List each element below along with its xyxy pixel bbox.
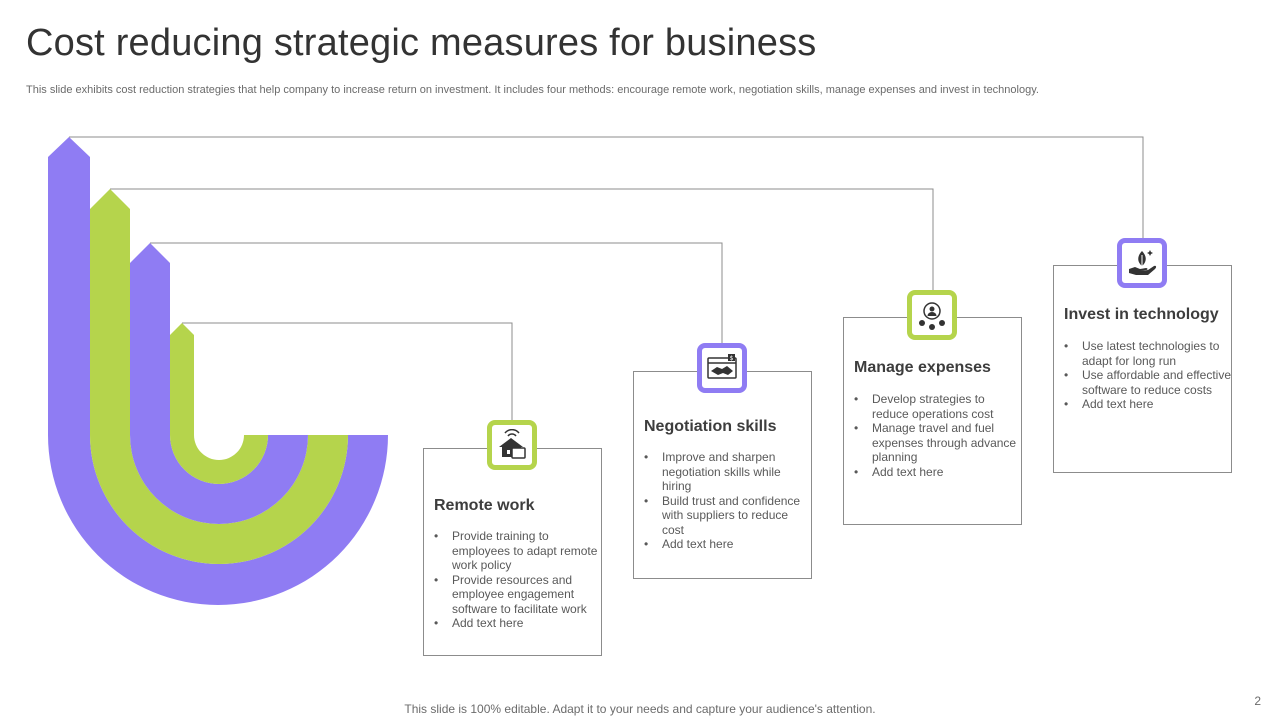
card-negotiation-skills: Negotiation skills Improve and sharpen n…: [633, 371, 812, 579]
bullet-item: Build trust and confidence with supplier…: [644, 494, 812, 538]
icon-badge-manage-expenses: [907, 290, 957, 340]
slide-title: Cost reducing strategic measures for bus…: [26, 22, 817, 64]
bullet-item: Add text here: [644, 537, 812, 552]
connector-line-remote: [182, 322, 513, 420]
arrow-band-inner-purple: [130, 243, 308, 524]
card-bullets: Provide training to employees to adapt r…: [434, 529, 602, 631]
bullet-item: Use latest technologies to adapt for lon…: [1064, 339, 1237, 368]
house-briefcase-icon: [499, 429, 526, 459]
page-number: 2: [1254, 694, 1261, 708]
bullet-item: Add text here: [1064, 397, 1237, 412]
card-title: Negotiation skills: [644, 418, 777, 435]
card-bullets: Use latest technologies to adapt for lon…: [1064, 339, 1237, 412]
icon-badge-negotiation-skills: $: [697, 343, 747, 393]
card-bullets: Develop strategies to reduce operations …: [854, 392, 1022, 479]
bullet-item: Manage travel and fuel expenses through …: [854, 421, 1022, 465]
connector-line-invest: [69, 136, 1144, 238]
connector-line-expenses: [110, 188, 934, 290]
handshake-icon: $: [707, 354, 737, 379]
card-remote-work: Remote work Provide training to employee…: [423, 448, 602, 656]
card-bullets: Improve and sharpen negotiation skills w…: [644, 450, 812, 552]
arrow-band-green: [90, 189, 348, 564]
icon-badge-invest-technology: [1117, 238, 1167, 288]
card-invest-technology: Invest in technology Use latest technolo…: [1053, 265, 1232, 473]
bullet-item: Add text here: [434, 616, 602, 631]
bullet-item: Add text here: [854, 465, 1022, 480]
bullet-item: Provide resources and employee engagemen…: [434, 573, 602, 617]
card-title: Remote work: [434, 497, 535, 514]
slide-subtitle: This slide exhibits cost reduction strat…: [26, 84, 1039, 96]
arrow-band-inner-green: [170, 323, 268, 484]
hand-plant-icon: [1129, 250, 1157, 275]
icon-badge-remote-work: [487, 420, 537, 470]
card-manage-expenses: Manage expenses Develop strategies to re…: [843, 317, 1022, 525]
bullet-item: Improve and sharpen negotiation skills w…: [644, 450, 812, 494]
bullet-item: Provide training to employees to adapt r…: [434, 529, 602, 573]
arrow-band-outer-purple: [48, 137, 388, 605]
card-title: Invest in technology: [1064, 306, 1219, 323]
person-coins-icon: [919, 302, 945, 330]
slide-footer: This slide is 100% editable. Adapt it to…: [404, 702, 876, 716]
connector-line-negotiation: [150, 242, 723, 343]
svg-text:$: $: [730, 355, 734, 362]
card-title: Manage expenses: [854, 359, 991, 376]
bullet-item: Use affordable and effective software to…: [1064, 368, 1237, 397]
bullet-item: Develop strategies to reduce operations …: [854, 392, 1022, 421]
